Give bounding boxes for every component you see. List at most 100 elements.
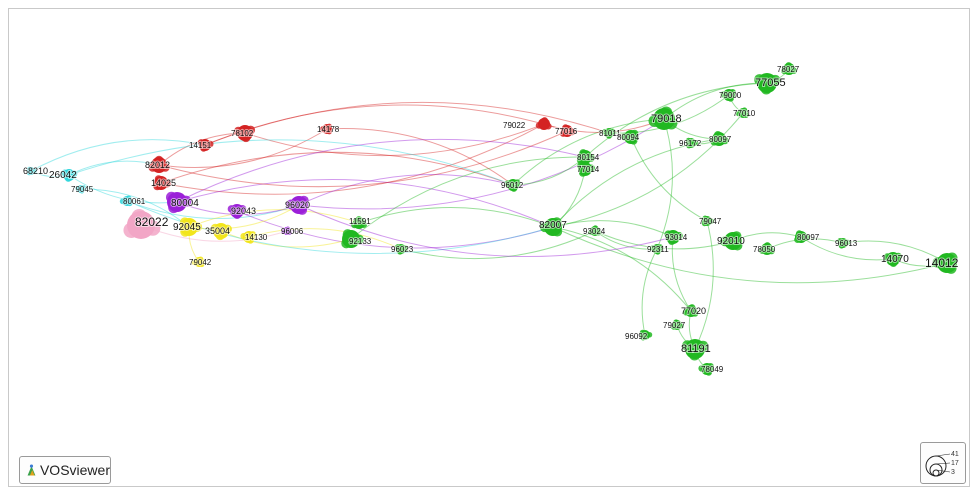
citation-link — [126, 200, 300, 219]
citation-link — [594, 230, 734, 250]
node-label: 14012 — [925, 256, 959, 270]
publication-node[interactable] — [652, 244, 662, 254]
citation-link — [158, 130, 568, 188]
publication-node[interactable] — [757, 73, 777, 93]
publication-node[interactable] — [738, 108, 748, 118]
publication-node[interactable] — [290, 196, 308, 214]
citation-link — [641, 248, 658, 336]
publication-node[interactable] — [686, 138, 696, 148]
publication-node[interactable] — [127, 211, 155, 239]
publication-node[interactable] — [712, 132, 726, 146]
node-label: 14025 — [151, 178, 176, 188]
publication-node[interactable] — [640, 330, 650, 340]
citation-link — [350, 156, 586, 240]
publication-node[interactable] — [213, 223, 229, 239]
publication-node[interactable] — [685, 339, 705, 359]
publication-node[interactable] — [795, 231, 807, 243]
publication-node[interactable] — [507, 179, 519, 191]
node-label: 92133 — [349, 237, 372, 246]
node-label: 77016 — [555, 127, 578, 136]
publication-node[interactable] — [154, 176, 168, 190]
publication-node[interactable] — [151, 157, 167, 173]
size-legend-min: 3 — [951, 469, 955, 476]
publication-node[interactable] — [63, 169, 75, 181]
node-label: 80004 — [171, 198, 199, 209]
publication-node[interactable] — [624, 130, 638, 144]
citation-link — [80, 188, 190, 228]
citation-link — [298, 118, 665, 210]
node-label: 77010 — [733, 109, 756, 118]
publication-node[interactable] — [937, 253, 957, 273]
citation-link — [694, 220, 714, 350]
citation-link — [236, 210, 554, 249]
node-label: 11591 — [349, 217, 371, 226]
publication-node[interactable] — [230, 204, 244, 218]
publication-node[interactable] — [886, 252, 900, 266]
publication-node[interactable] — [243, 231, 255, 243]
citation-link — [298, 174, 514, 206]
node-label: 96023 — [391, 245, 414, 254]
publication-node[interactable] — [653, 108, 675, 130]
citation-link — [176, 179, 554, 228]
publication-node[interactable] — [538, 118, 550, 130]
node-label: 82022 — [135, 215, 169, 229]
node-label: 96092 — [625, 332, 648, 341]
node-label: 81011 — [599, 129, 621, 138]
citation-link — [68, 160, 160, 176]
citation-link — [656, 118, 673, 250]
publication-node[interactable] — [724, 232, 742, 250]
publication-node[interactable] — [666, 230, 680, 244]
node-label: 78050 — [753, 245, 776, 254]
publication-node[interactable] — [761, 243, 773, 255]
node-label: 77020 — [681, 306, 706, 316]
publication-node[interactable] — [685, 305, 697, 317]
node-label: 14070 — [881, 254, 909, 265]
node-label: 26042 — [49, 170, 77, 181]
publication-node[interactable] — [672, 320, 682, 330]
publication-node[interactable] — [783, 63, 795, 75]
publication-node[interactable] — [27, 167, 35, 175]
node-label: 78027 — [777, 65, 800, 74]
publication-node[interactable] — [199, 139, 211, 151]
publication-node[interactable] — [578, 150, 592, 164]
publication-node[interactable] — [544, 218, 562, 236]
edge-layer — [30, 68, 948, 370]
publication-node[interactable] — [702, 216, 712, 226]
node-label: 96172 — [679, 139, 702, 148]
citation-link — [552, 226, 948, 284]
node-label: 92045 — [173, 222, 201, 233]
publication-node[interactable] — [342, 230, 360, 248]
publication-node[interactable] — [122, 196, 132, 206]
publication-node[interactable] — [283, 227, 291, 235]
publication-node[interactable] — [167, 192, 187, 212]
citation-link — [204, 101, 610, 146]
citation-link — [800, 236, 894, 261]
publication-node[interactable] — [578, 162, 592, 176]
publication-node[interactable] — [701, 363, 713, 375]
node-label: 14151 — [189, 141, 212, 150]
node-label: 77055 — [755, 77, 786, 89]
publication-node[interactable] — [180, 218, 198, 236]
publication-node[interactable] — [561, 125, 573, 137]
publication-node[interactable] — [590, 226, 600, 236]
node-label: 81191 — [681, 343, 711, 355]
citation-link — [158, 128, 328, 168]
publication-node[interactable] — [77, 185, 85, 193]
citation-link — [512, 118, 665, 186]
publication-node[interactable] — [237, 125, 253, 141]
publication-node[interactable] — [353, 217, 365, 229]
publication-node[interactable] — [604, 128, 614, 138]
publication-node[interactable] — [396, 244, 406, 254]
node-label: 35004 — [205, 226, 230, 236]
publication-node[interactable] — [723, 89, 735, 101]
citation-link — [160, 151, 514, 186]
vosviewer-logo-button[interactable]: VOSviewer — [19, 456, 111, 484]
publication-node[interactable] — [322, 124, 332, 134]
node-label: 82007 — [539, 220, 567, 231]
publication-node[interactable] — [838, 238, 848, 248]
citation-link — [220, 230, 352, 248]
publication-node[interactable] — [194, 257, 204, 267]
